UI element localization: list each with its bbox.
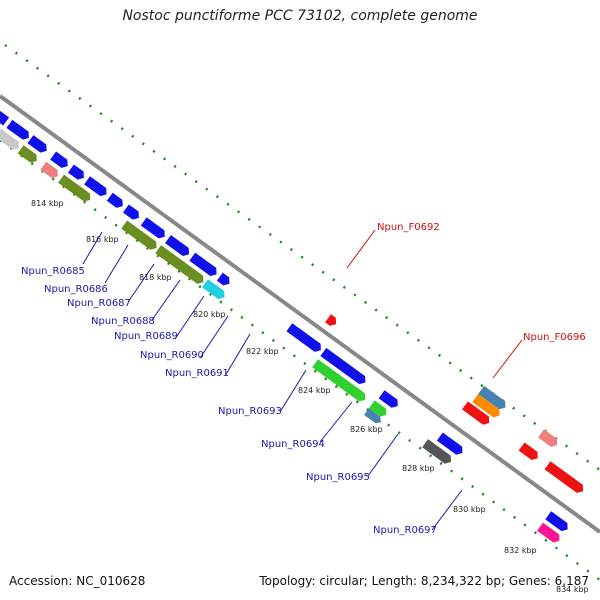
tick-label: 816 kbp <box>86 235 119 244</box>
tick-label: 826 kbp <box>350 425 383 434</box>
tick-label: 822 kbp <box>246 347 279 356</box>
gene-blue[interactable] <box>286 323 323 354</box>
gene-pink[interactable] <box>538 429 560 449</box>
genome-info-label: Topology: circular; Length: 8,234,322 bp… <box>259 574 589 588</box>
gene-blue[interactable] <box>84 176 109 198</box>
kbp-ticks: 814 kbp 816 kbp 818 kbp 820 kbp 822 kbp … <box>31 199 589 594</box>
accession-label: Accession: NC_010628 <box>9 574 146 588</box>
gene-red-f0692[interactable] <box>325 314 339 328</box>
gene-blue[interactable] <box>378 390 401 410</box>
gene-green[interactable] <box>312 359 368 404</box>
gene-blue[interactable] <box>545 511 570 533</box>
gene-label-f0696[interactable]: Npun_F0696 <box>523 332 586 343</box>
gene-steel[interactable] <box>478 385 508 412</box>
gene-label-r0685[interactable]: Npun_R0685 <box>21 266 85 277</box>
gene-blue[interactable] <box>122 204 142 221</box>
gene-red[interactable] <box>518 442 541 462</box>
gene-label-r0691[interactable]: Npun_R0691 <box>165 368 229 379</box>
gene-label-r0693[interactable]: Npun_R0693 <box>218 406 282 417</box>
gene-label-r0689[interactable]: Npun_R0689 <box>114 331 178 342</box>
tick-label: 830 kbp <box>453 505 486 514</box>
tick-label: 828 kbp <box>402 464 435 473</box>
gene-magenta[interactable] <box>537 522 562 545</box>
gene-cyan[interactable] <box>202 279 227 301</box>
gene-label-f0692[interactable]: Npun_F0692 <box>377 222 440 233</box>
reverse-label-leaders <box>82 231 463 531</box>
tick-label: 818 kbp <box>139 273 172 282</box>
gene-blue[interactable] <box>50 151 70 171</box>
gene-green[interactable] <box>368 400 389 419</box>
gene-red[interactable] <box>544 461 586 495</box>
reverse-gene-labels: Npun_R0685 Npun_R0686 Npun_R0687 Npun_R0… <box>21 266 437 536</box>
gene-darkgray[interactable] <box>422 439 454 466</box>
gene-label-r0694[interactable]: Npun_R0694 <box>261 439 325 450</box>
gene-blue[interactable] <box>67 164 87 181</box>
gene-steel[interactable] <box>364 408 383 425</box>
gene-pink[interactable] <box>40 161 60 181</box>
gene-blue[interactable] <box>106 192 126 210</box>
gene-orange[interactable] <box>472 393 502 420</box>
gene-blue[interactable] <box>320 347 368 387</box>
tick-label: 824 kbp <box>298 386 331 395</box>
tick-label: 814 kbp <box>31 199 64 208</box>
gene-blue[interactable] <box>6 119 31 142</box>
gene-blue[interactable] <box>27 135 50 155</box>
gene-olive[interactable] <box>58 174 93 204</box>
gene-gray[interactable] <box>0 128 22 152</box>
gene-blue[interactable] <box>140 217 168 240</box>
gene-label-r0690[interactable]: Npun_R0690 <box>140 350 204 361</box>
forward-label-leaders <box>346 229 523 379</box>
gene-label-r0697[interactable]: Npun_R0697 <box>373 525 437 536</box>
gene-blue[interactable] <box>165 235 192 258</box>
map-title: Nostoc punctiforme PCC 73102, complete g… <box>122 8 478 24</box>
gene-label-r0687[interactable]: Npun_R0687 <box>67 298 131 309</box>
forward-gene-labels: Npun_F0692 Npun_F0696 <box>377 222 586 343</box>
gene-label-r0686[interactable]: Npun_R0686 <box>44 284 108 295</box>
inner-grid-line <box>0 138 600 582</box>
gene-blue[interactable] <box>436 432 466 458</box>
gene-label-r0688[interactable]: Npun_R0688 <box>91 316 155 327</box>
gene-blue[interactable] <box>189 252 219 279</box>
forward-strand-track <box>325 314 586 495</box>
gene-olive[interactable] <box>155 245 206 286</box>
reverse-strand-track <box>0 105 570 545</box>
gene-red-f0696[interactable] <box>462 401 492 427</box>
gene-olive[interactable] <box>17 145 40 165</box>
tick-label: 820 kbp <box>193 310 226 319</box>
gene-label-r0695[interactable]: Npun_R0695 <box>306 472 370 483</box>
gene-blue[interactable] <box>216 272 233 288</box>
outer-grid-line <box>4 43 600 472</box>
tick-label: 832 kbp <box>504 546 537 555</box>
gene-olive[interactable] <box>121 220 159 252</box>
genome-backbone <box>0 94 600 534</box>
gene-blue[interactable] <box>0 105 10 126</box>
tick-label: 834 kbp <box>556 585 589 594</box>
